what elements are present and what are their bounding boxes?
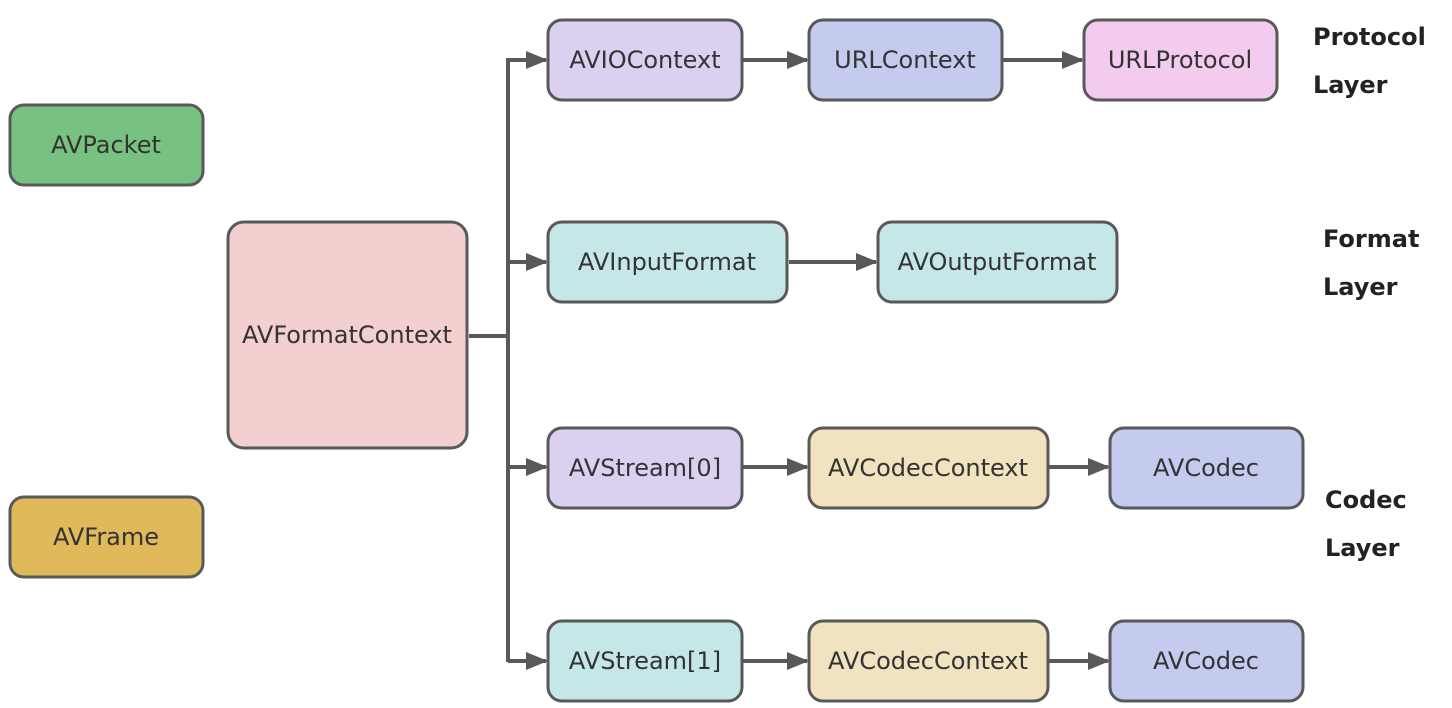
node-label-avoutputformat: AVOutputFormat xyxy=(898,248,1097,276)
node-label-avcodeccontext-1: AVCodecContext xyxy=(828,647,1028,675)
layer-format-line2: Layer xyxy=(1323,273,1398,301)
node-label-avformatcontext: AVFormatContext xyxy=(242,321,452,349)
node-label-avcodeccontext-0: AVCodecContext xyxy=(828,454,1028,482)
node-label-avstream1: AVStream[1] xyxy=(569,647,721,675)
node-avcodec-0: AVCodec xyxy=(1108,426,1305,510)
node-label-avpacket: AVPacket xyxy=(51,131,161,159)
node-avoutputformat: AVOutputFormat xyxy=(876,220,1119,304)
node-avinputformat: AVInputFormat xyxy=(546,220,789,304)
layer-label-codec: Codec Layer xyxy=(1325,486,1407,562)
node-avcodec-1: AVCodec xyxy=(1108,619,1305,703)
node-avframe: AVFrame xyxy=(8,495,205,579)
node-aviocontext: AVIOContext xyxy=(546,18,744,102)
node-avcodeccontext-0: AVCodecContext xyxy=(807,426,1050,510)
node-avformatcontext: AVFormatContext xyxy=(226,220,469,450)
node-avstream1: AVStream[1] xyxy=(546,619,744,703)
node-label-aviocontext: AVIOContext xyxy=(569,46,720,74)
node-label-urlcontext: URLContext xyxy=(834,46,976,74)
layer-codec-line1: Codec xyxy=(1325,486,1407,514)
layer-protocol-line2: Layer xyxy=(1313,71,1388,99)
layer-protocol-line1: Protocol xyxy=(1313,23,1426,51)
node-label-avstream0: AVStream[0] xyxy=(569,454,721,482)
node-label-avframe: AVFrame xyxy=(53,523,159,551)
layer-label-protocol: Protocol Layer xyxy=(1313,23,1426,99)
layer-format-line1: Format xyxy=(1323,225,1419,253)
node-avpacket: AVPacket xyxy=(8,103,205,187)
layer-label-format: Format Layer xyxy=(1323,225,1419,301)
node-urlprotocol: URLProtocol xyxy=(1082,18,1279,102)
node-avcodeccontext-1: AVCodecContext xyxy=(807,619,1050,703)
node-label-urlprotocol: URLProtocol xyxy=(1108,46,1252,74)
node-avstream0: AVStream[0] xyxy=(546,426,744,510)
node-urlcontext: URLContext xyxy=(807,18,1004,102)
node-label-avcodec-1: AVCodec xyxy=(1153,647,1259,675)
node-label-avcodec-0: AVCodec xyxy=(1153,454,1259,482)
connectors xyxy=(469,51,1110,670)
layer-codec-line2: Layer xyxy=(1325,534,1400,562)
node-label-avinputformat: AVInputFormat xyxy=(578,248,756,276)
